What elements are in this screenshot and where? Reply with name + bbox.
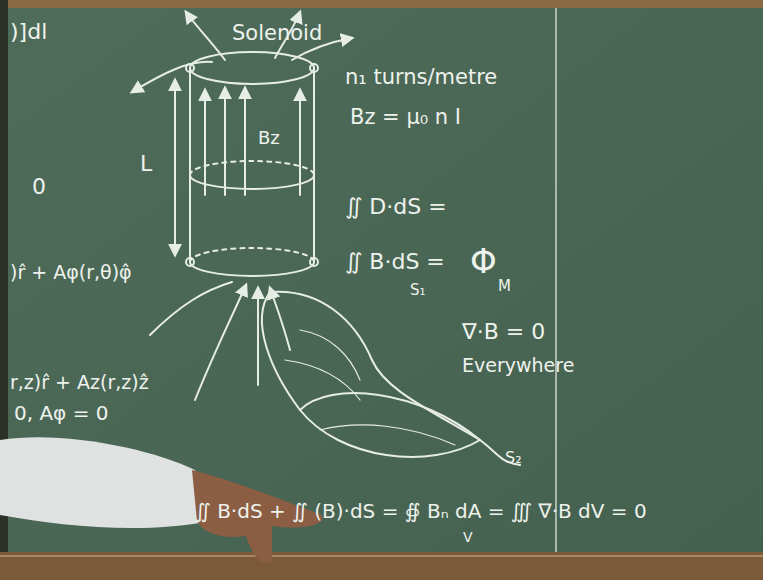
- equation-fragment: 0: [32, 175, 46, 199]
- solenoid-wall: [189, 68, 191, 262]
- title-label: Solenoid: [232, 22, 322, 45]
- equation: ∇·B = 0: [462, 320, 545, 344]
- field-arrow: [224, 88, 226, 195]
- equation-fragment: )r̂ + Aφ(r,θ)φ̂: [10, 262, 132, 283]
- note-label: Everywhere: [462, 355, 574, 376]
- note-label: n₁ turns/metre: [345, 66, 497, 89]
- field-line: [186, 12, 225, 60]
- solenoid-ring: [190, 161, 314, 175]
- field-label: Bz: [258, 128, 280, 148]
- solenoid-bottom: [190, 248, 314, 262]
- equation: ∬ D·dS =: [345, 195, 447, 219]
- surface-label: S₂: [505, 449, 522, 467]
- field-line: [132, 62, 212, 92]
- volume-label: V: [463, 530, 473, 545]
- solenoid-drawing: [132, 12, 520, 465]
- field-arrow: [244, 88, 246, 195]
- length-label: L: [140, 152, 152, 176]
- lecturer-sleeve: [0, 437, 205, 528]
- solenoid-top: [190, 52, 314, 84]
- board-divider: [555, 8, 557, 552]
- equation: Bz = μ₀ n I: [350, 106, 461, 129]
- field-line: [195, 285, 246, 400]
- surface-hatch: [320, 425, 455, 445]
- field-arrow: [204, 90, 206, 195]
- surface-label: S₁: [410, 282, 426, 299]
- equation: ∬ B·dS + ∬ (B)·dS = ∯ Bₙ dA = ∭ ∇·B dV =…: [195, 500, 647, 522]
- surface-hatch: [300, 330, 360, 380]
- length-arrow: [174, 80, 176, 255]
- flux-symbol: Φ: [470, 243, 497, 280]
- solenoid-bottom: [190, 262, 314, 276]
- field-line: [270, 288, 290, 350]
- board-frame-top: [0, 0, 763, 8]
- surface-hatch: [285, 360, 360, 400]
- solenoid-wall: [313, 68, 315, 262]
- winding-dot: [310, 258, 318, 266]
- field-line: [257, 288, 259, 385]
- equation-fragment: 0, Aφ = 0: [14, 402, 109, 424]
- board-ledge: [0, 552, 763, 580]
- equation-fragment: r,z)r̂ + Az(r,z)ẑ: [10, 372, 149, 393]
- closed-surface: [262, 292, 300, 410]
- field-line: [150, 282, 232, 335]
- winding-dot: [310, 64, 318, 72]
- surface-rim: [300, 393, 480, 457]
- solenoid-ring: [190, 175, 314, 189]
- flux-subscript: M: [498, 278, 511, 295]
- field-arrow: [299, 90, 301, 195]
- equation: ∬ B·dS =: [345, 250, 445, 274]
- equation-fragment: )]dl: [10, 20, 47, 44]
- ledge-edge: [0, 555, 763, 557]
- winding-dot: [186, 258, 194, 266]
